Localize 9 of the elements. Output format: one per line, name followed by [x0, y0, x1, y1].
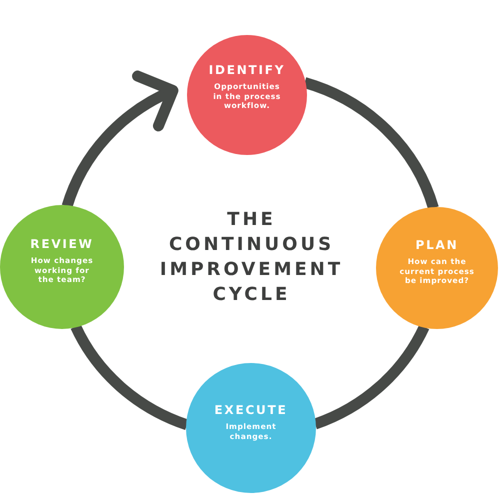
- connector-arc: [70, 324, 189, 430]
- curved-arrow: [62, 72, 178, 208]
- step-heading: PLAN: [416, 238, 458, 252]
- step-heading: EXECUTE: [214, 402, 288, 418]
- step-heading: REVIEW: [30, 237, 94, 252]
- connector-arc: [302, 77, 439, 210]
- step-heading: IDENTIFY: [208, 63, 286, 78]
- connector-arc: [313, 324, 430, 430]
- diagram-title: THE CONTINUOUS IMPROVEMENT CYCLE: [158, 208, 344, 307]
